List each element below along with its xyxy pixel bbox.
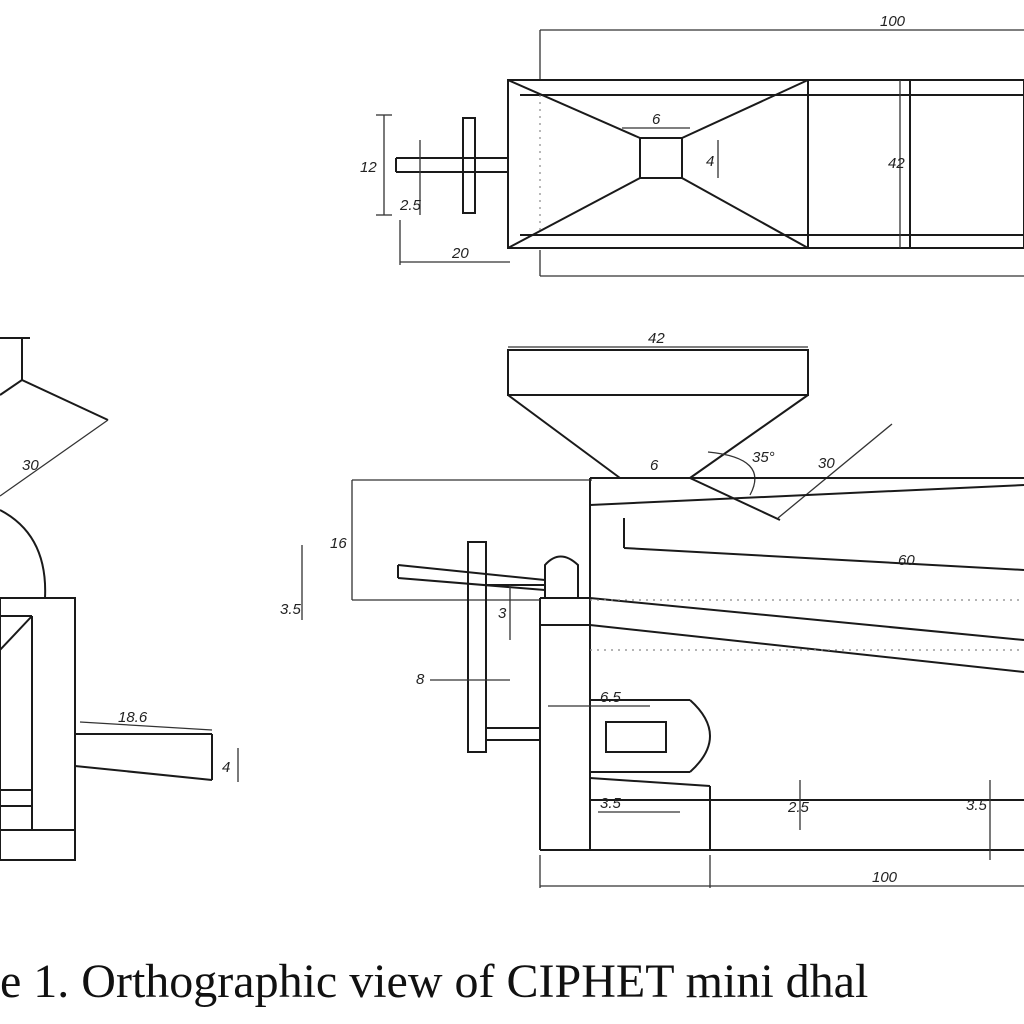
- dim-side-outlet-h: 4: [222, 759, 230, 776]
- dim-front-overall-len: 100: [872, 869, 898, 886]
- figure-caption: e 1. Orthographic view of CIPHET mini dh…: [0, 955, 869, 1008]
- dim-top-shaft-small: 2.5: [399, 197, 422, 214]
- dim-top-center-width: 6: [652, 111, 661, 128]
- dim-front-pulley-a: 3.5: [280, 601, 302, 618]
- dim-top-width: 42: [888, 155, 905, 172]
- dim-front-motor-off: 6.5: [600, 689, 622, 706]
- dim-top-offset: 20: [451, 245, 469, 262]
- dim-top-overall-length: 100: [880, 13, 906, 30]
- dim-front-base-b: 2.5: [787, 799, 810, 816]
- dim-front-hopper-top: 42: [648, 330, 665, 347]
- dim-front-height-a: 16: [330, 535, 347, 552]
- dim-side-outlet-len: 18.6: [118, 709, 148, 726]
- dim-front-pulley-b: 3: [498, 605, 507, 622]
- dim-front-pulley-c: 8: [416, 671, 425, 688]
- dim-front-base-c: 3.5: [966, 797, 988, 814]
- top-view: 100 6 4 42 12 2.5: [360, 13, 1024, 277]
- dim-front-throat: 6: [650, 457, 659, 474]
- dim-front-drum-len: 60: [898, 552, 915, 569]
- dim-front-angle: 35°: [752, 449, 775, 466]
- dim-top-shaft-left: 12: [360, 159, 377, 176]
- dim-front-base-a: 3.5: [600, 795, 622, 812]
- dim-front-hopper-slant: 30: [818, 455, 835, 472]
- dim-side-chute-len: 30: [22, 457, 39, 474]
- side-view: 30 18.6 4: [0, 337, 239, 861]
- front-view: 42 30 6 35° 60 16: [280, 330, 1024, 888]
- dim-top-center-height: 4: [706, 153, 714, 170]
